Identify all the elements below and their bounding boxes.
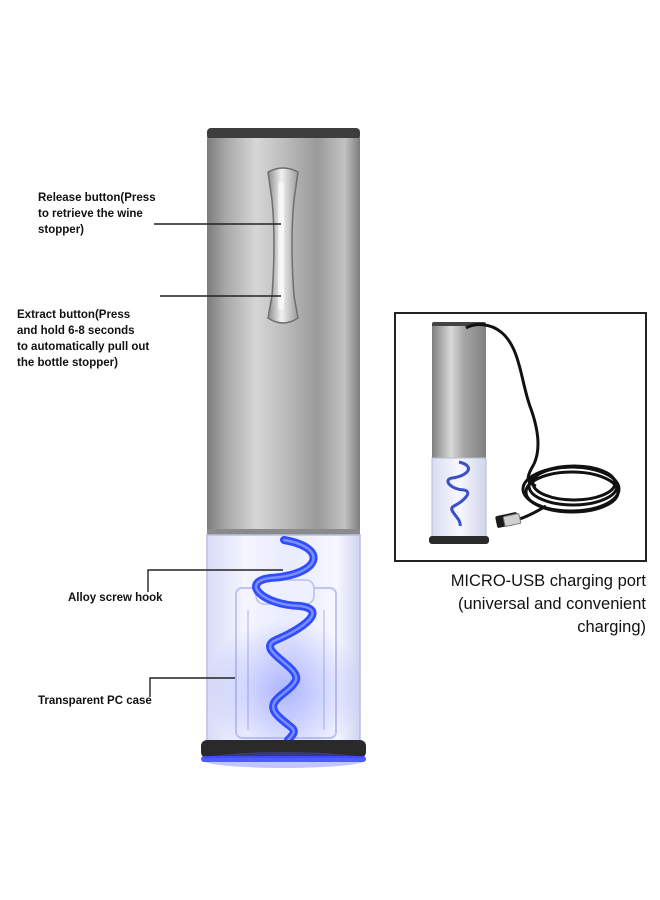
leader-lines xyxy=(147,223,283,697)
caption-line-3: charging) xyxy=(577,618,646,636)
mini-opener xyxy=(429,322,489,544)
charging-illustration xyxy=(429,322,621,544)
opener-base xyxy=(201,740,366,768)
opener-top-cap xyxy=(207,128,360,140)
screw-spiral xyxy=(252,536,318,744)
release-button-label: Release button(Press to retrieve the win… xyxy=(38,192,156,236)
usb-plug xyxy=(495,512,522,528)
caption-line-2: (universal and convenient xyxy=(457,595,646,613)
charging-inset xyxy=(394,312,647,562)
charging-caption: MICRO-USB charging port (universal and c… xyxy=(406,570,646,639)
usb-cable xyxy=(465,323,621,522)
screw-hook-label: Alloy screw hook xyxy=(68,592,163,604)
extract-button-label: Extract button(Press and hold 6-8 second… xyxy=(17,309,150,369)
release-extract-button xyxy=(267,167,299,324)
pc-case-label: Transparent PC case xyxy=(38,695,152,707)
caption-line-1: MICRO-USB charging port xyxy=(450,572,646,590)
